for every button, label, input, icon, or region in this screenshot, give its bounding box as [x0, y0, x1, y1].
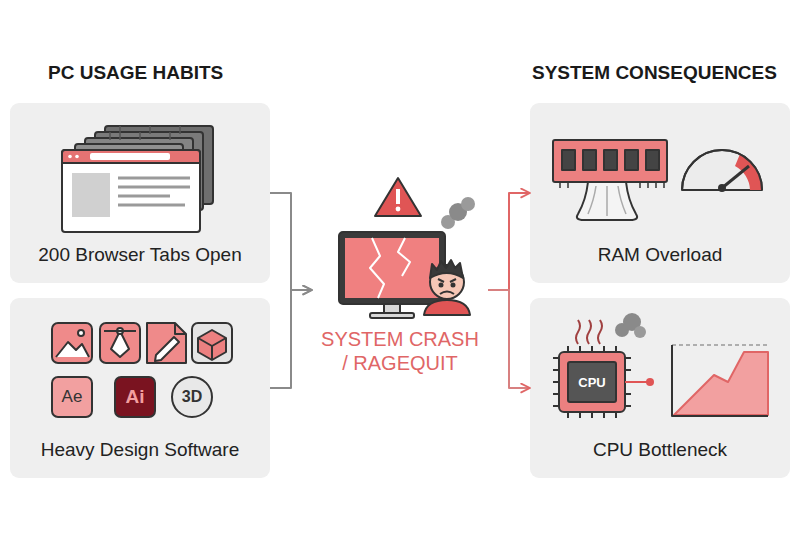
app-icon-text: Ae — [62, 387, 83, 407]
flow-connector — [488, 290, 530, 388]
app-icon-text: Ai — [126, 386, 145, 408]
chip-label: CPU — [578, 375, 605, 390]
node-text: Heavy Design Software — [10, 439, 270, 461]
column-heading: PC USAGE HABITS — [48, 62, 223, 84]
crash-center: SYSTEM CRASH / RAGEQUIT — [312, 175, 488, 405]
app-icon-text: 3D — [182, 388, 202, 406]
consequence-box: CPU Bottleneck — [530, 298, 790, 478]
flow-connector — [270, 290, 312, 388]
node-text: 200 Browser Tabs Open — [10, 244, 270, 266]
consequence-box: RAM Overload — [530, 103, 790, 283]
node-text: SYSTEM CRASH / RAGEQUIT — [321, 327, 479, 375]
node-text: CPU Bottleneck — [530, 439, 790, 461]
crash-illustration — [339, 178, 475, 318]
habit-box: 200 Browser Tabs Open — [10, 103, 270, 283]
node-text: RAM Overload — [530, 244, 790, 266]
flow-connector — [270, 193, 312, 290]
flow-connector — [488, 193, 530, 290]
column-heading: SYSTEM CONSEQUENCES — [532, 62, 777, 84]
